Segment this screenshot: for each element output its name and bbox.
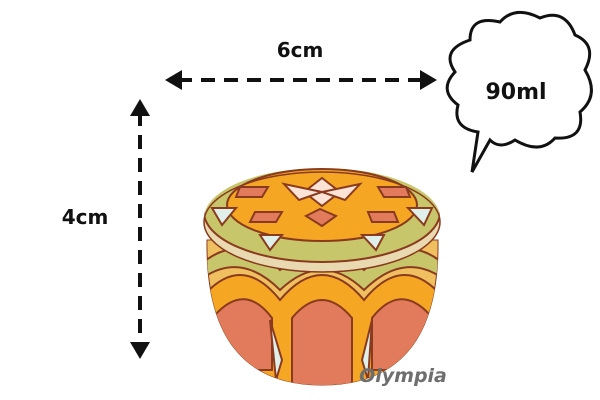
height-dimension-arrow <box>130 99 150 359</box>
width-dimension-arrow <box>165 70 437 90</box>
width-label: 6cm <box>277 38 324 62</box>
height-label: 4cm <box>62 205 109 229</box>
volume-label: 90ml <box>485 80 546 105</box>
brand-watermark: Olympia <box>359 365 447 387</box>
speech-bubble <box>445 10 593 173</box>
candle-tin <box>203 168 441 386</box>
